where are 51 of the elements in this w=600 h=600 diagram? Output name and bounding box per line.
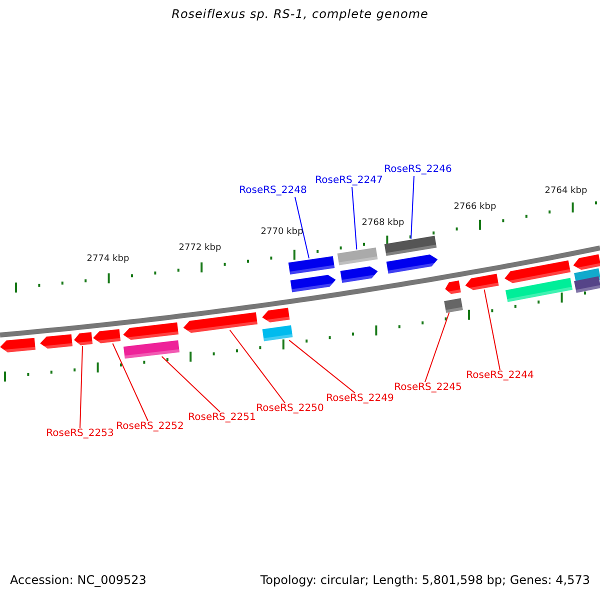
gene-feature xyxy=(504,260,571,284)
gene-label: RoseRS_2253 xyxy=(46,428,114,440)
gene-feature xyxy=(384,236,437,256)
gene-feature xyxy=(262,325,293,342)
gene-feature xyxy=(574,276,600,293)
scale-label: 2768 kbp xyxy=(362,217,404,229)
gene-feature xyxy=(444,298,463,313)
gene-feature xyxy=(445,280,461,295)
gene-feature xyxy=(74,332,93,346)
gene-feature xyxy=(386,254,438,274)
gene-label: RoseRS_2247 xyxy=(315,175,383,187)
gene-feature xyxy=(288,256,335,275)
gene-label: RoseRS_2249 xyxy=(326,393,394,405)
leader-line xyxy=(229,330,286,404)
scale-label: 2764 kbp xyxy=(544,185,588,197)
scale-label: 2772 kbp xyxy=(178,242,222,254)
gene-label: RoseRS_2252 xyxy=(116,421,184,433)
leader-line xyxy=(288,340,356,394)
gene-feature xyxy=(465,274,499,292)
title: Roseiflexus sp. RS-1, complete genome xyxy=(172,8,428,20)
leader-line xyxy=(352,186,358,250)
leader-line xyxy=(80,346,83,428)
gene-label: RoseRS_2251 xyxy=(188,412,256,424)
gene-label: RoseRS_2250 xyxy=(256,403,324,415)
gene-feature xyxy=(183,312,258,334)
gene-feature xyxy=(290,274,336,292)
gene-feature xyxy=(573,254,600,272)
leader-line xyxy=(410,176,414,240)
gene-feature xyxy=(93,329,121,344)
gene-feature xyxy=(0,338,36,353)
leader-line xyxy=(161,356,220,412)
gene-label: RoseRS_2248 xyxy=(239,185,307,197)
accession-text: Accession: NC_009523 xyxy=(10,574,146,586)
gene-label: RoseRS_2244 xyxy=(466,370,534,382)
gene-label: RoseRS_2246 xyxy=(384,164,452,176)
genome-summary-text: Topology: circular; Length: 5,801,598 bp; Genes: 4,573 xyxy=(260,574,590,586)
gene-feature xyxy=(340,266,378,283)
gene-feature xyxy=(124,340,180,359)
gene-feature xyxy=(262,308,290,324)
gene-feature xyxy=(337,247,378,266)
gene-label: RoseRS_2245 xyxy=(394,382,462,394)
scale-label: 2766 kbp xyxy=(454,201,496,213)
leader-line xyxy=(112,343,148,422)
scale-label: 2774 kbp xyxy=(86,253,130,265)
leader-line xyxy=(294,196,310,259)
gene-feature xyxy=(123,322,178,341)
gene-feature xyxy=(505,278,573,302)
leader-line xyxy=(424,312,450,382)
scale-label: 2770 kbp xyxy=(260,226,304,238)
gene-feature xyxy=(40,334,73,350)
leader-line xyxy=(484,289,500,370)
